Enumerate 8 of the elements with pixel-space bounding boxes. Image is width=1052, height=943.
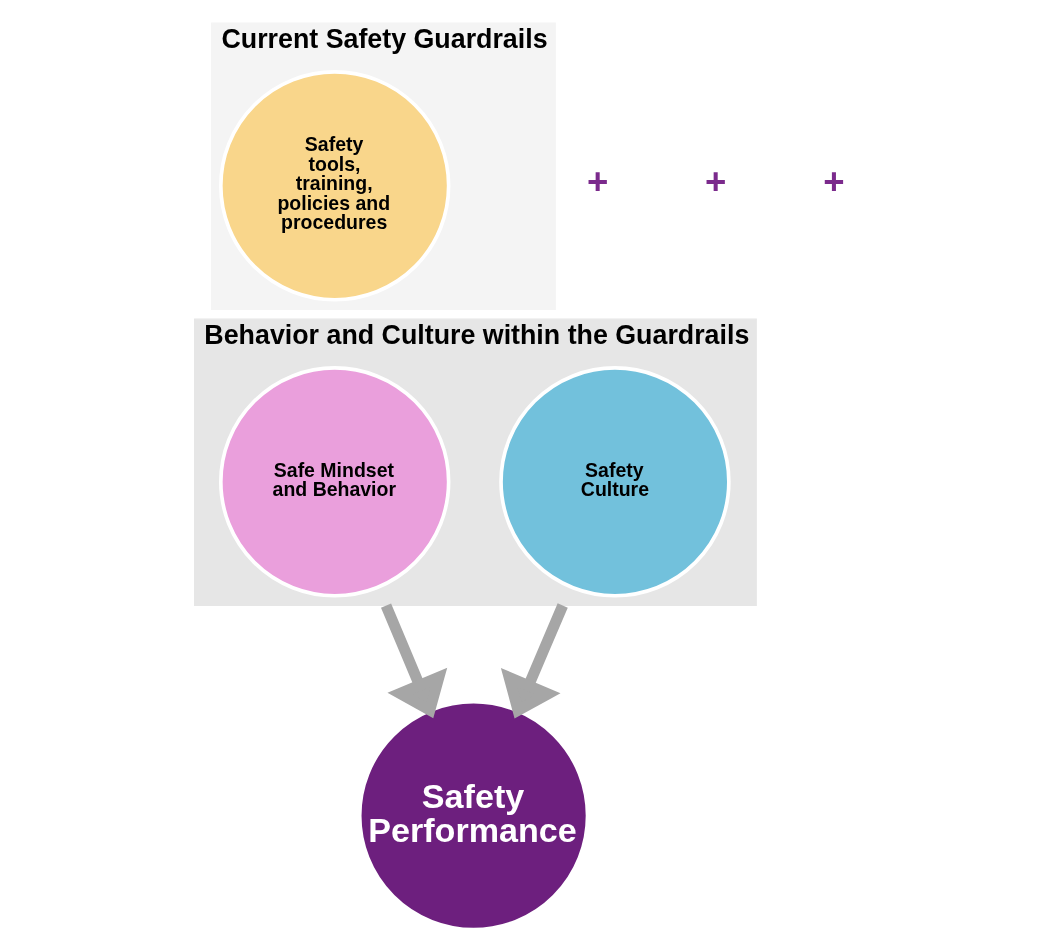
label: +: [705, 160, 727, 202]
label: +: [823, 160, 845, 202]
node-circle: Safety tools, training, policies and procedures: [219, 70, 451, 302]
arrow: [500, 603, 568, 719]
node-circle: Safe Mindset and Behavior: [219, 366, 451, 598]
node-circle: Safety Culture: [499, 366, 731, 598]
arrow: [381, 603, 448, 719]
label: +: [586, 160, 609, 202]
